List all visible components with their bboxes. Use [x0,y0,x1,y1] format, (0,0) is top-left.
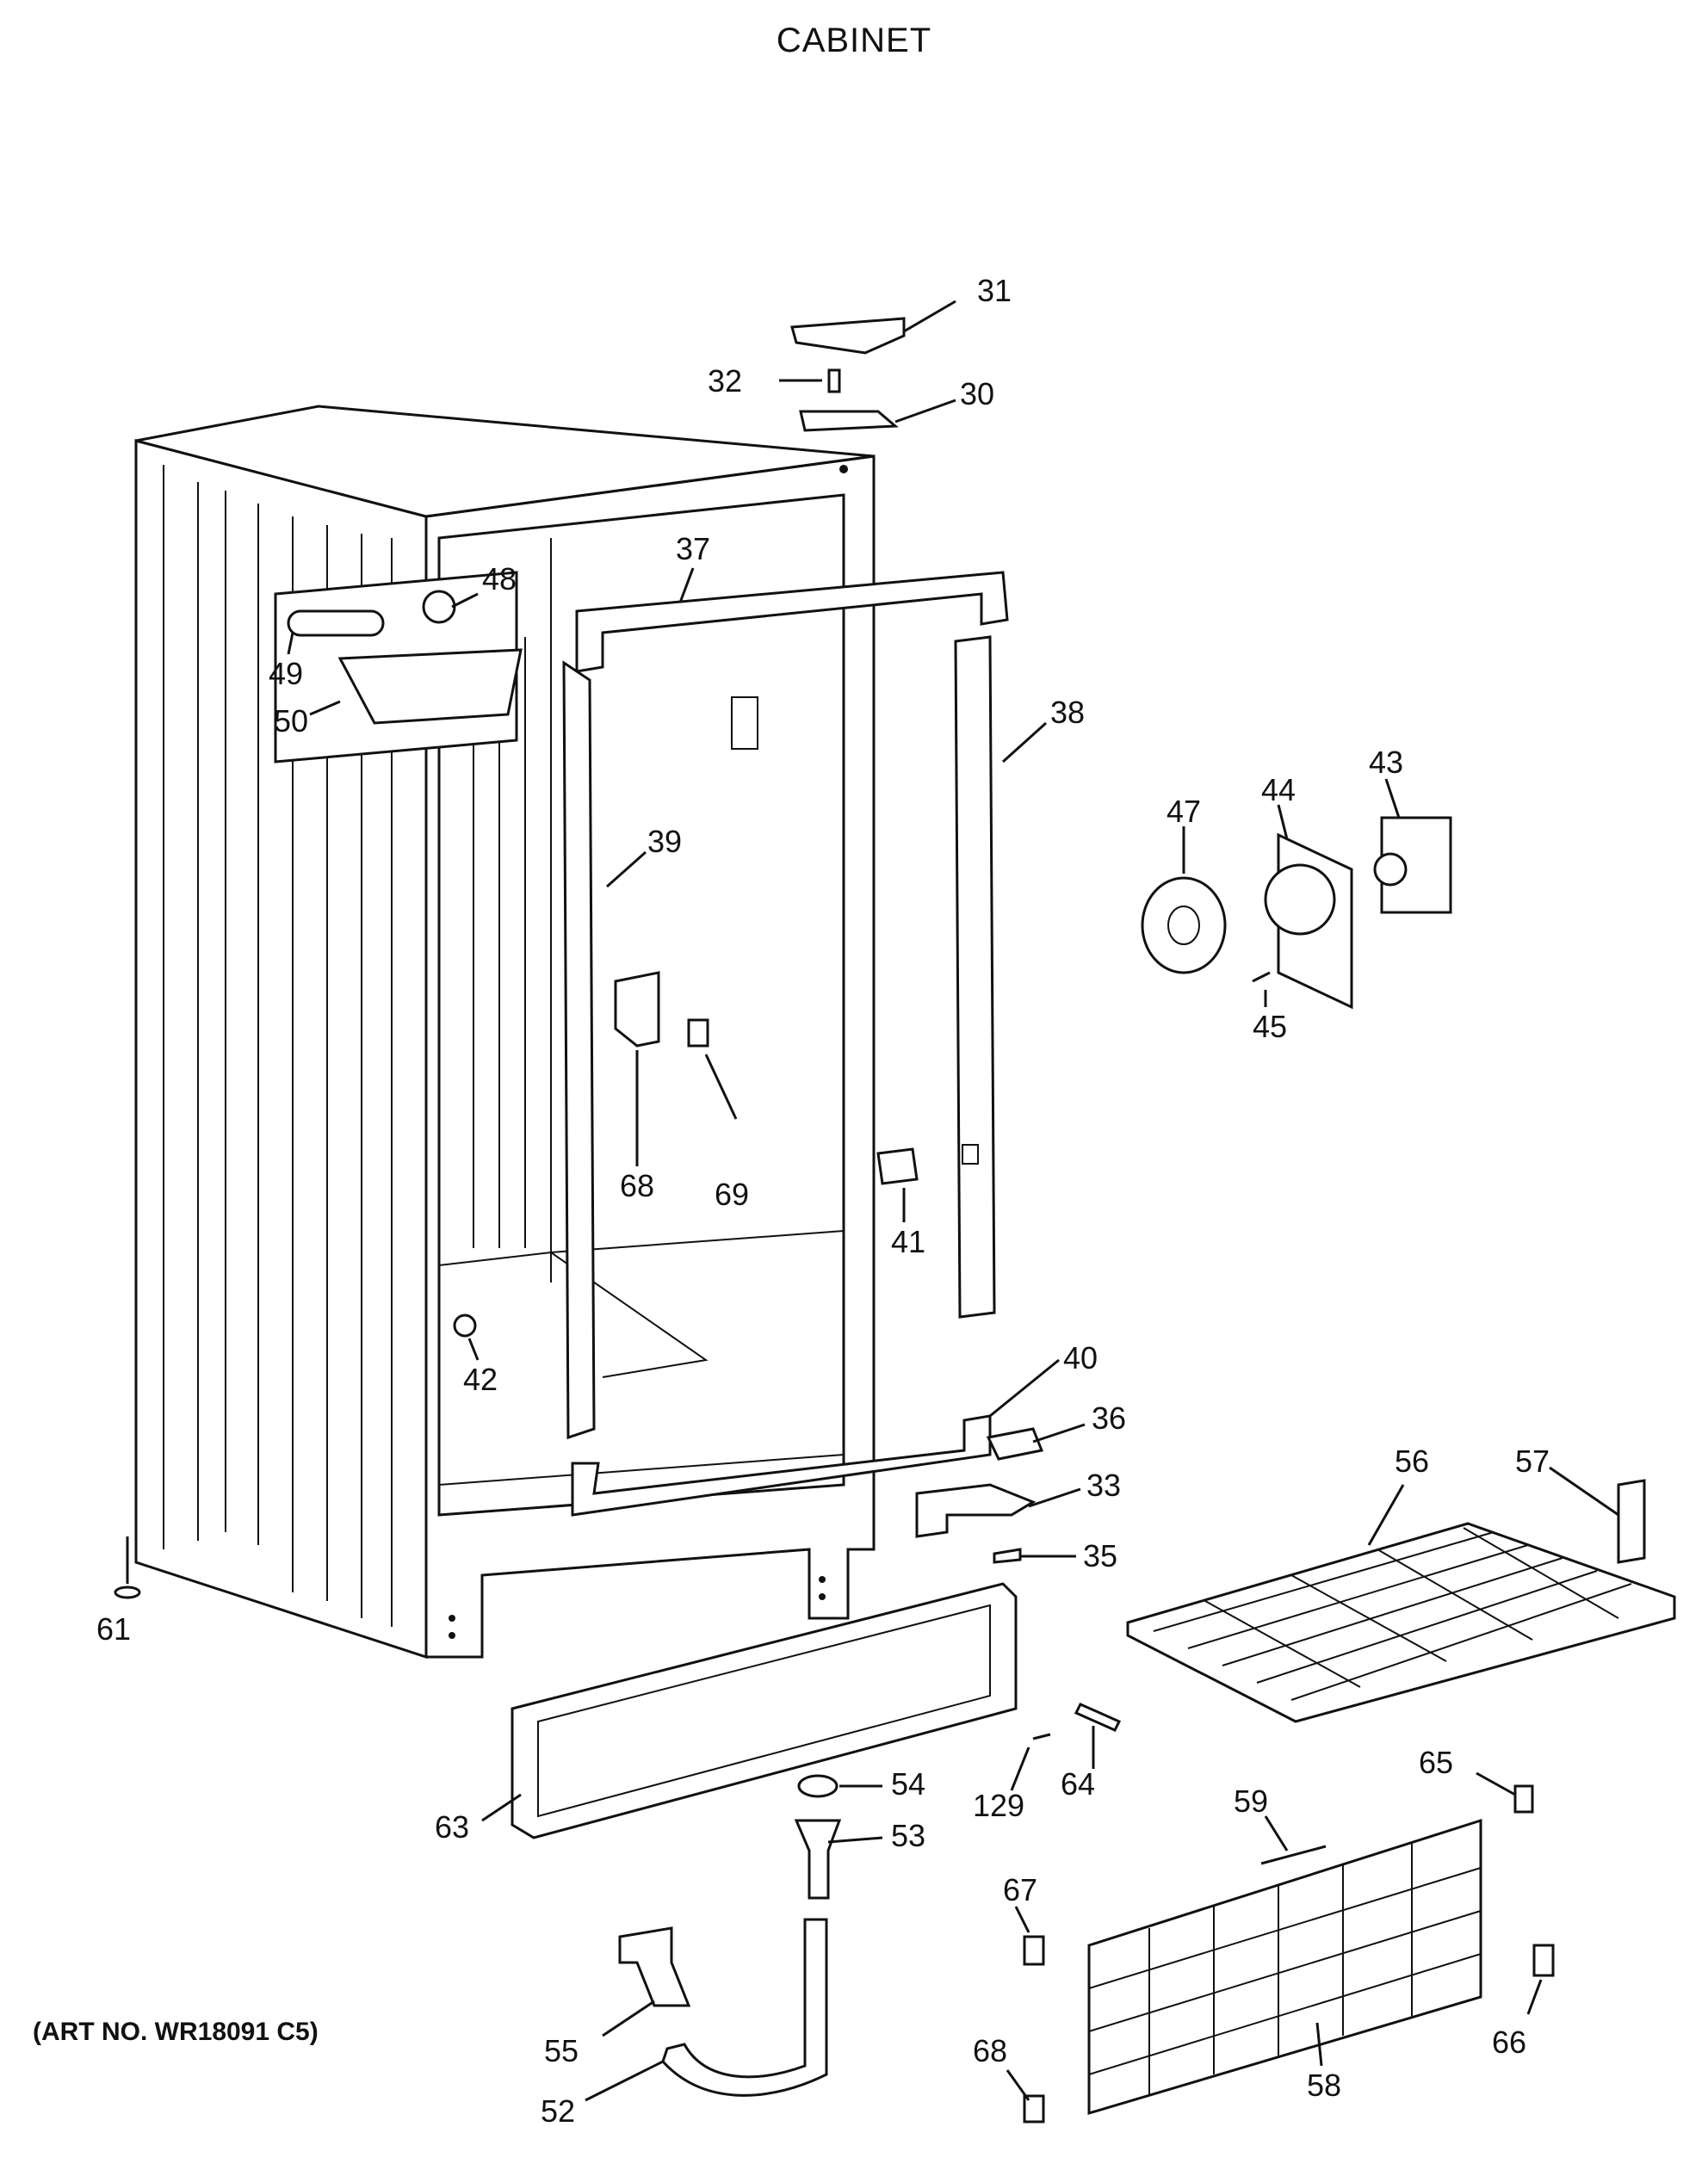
callout-41: 41 [891,1224,925,1259]
part-63 [511,1582,1018,1839]
part-37 [575,571,1009,673]
part-45 [1252,971,1271,983]
callout-54: 54 [891,1766,925,1802]
part-66 [1532,1944,1555,1977]
callout-68-upper: 68 [620,1168,654,1203]
part-39 [562,660,596,1440]
callout-57: 57 [1515,1443,1550,1479]
part-129 [1032,1733,1051,1740]
part-67 [1023,1935,1045,1966]
callout-66: 66 [1492,2025,1526,2060]
callout-44: 44 [1261,772,1296,807]
part-68b [1023,2094,1045,2123]
part-55 [618,1926,691,2007]
part-31 [790,317,906,355]
part-41 [876,1147,919,1185]
callout-39: 39 [647,824,682,859]
part-50 [337,648,523,725]
part-69 [687,1018,709,1048]
callout-48: 48 [482,561,517,597]
callout-33: 33 [1086,1468,1121,1503]
leveling-foot [114,1536,141,1599]
part-52 [661,1918,828,2097]
part-42 [453,1314,477,1338]
callout-58: 58 [1307,2068,1341,2103]
part-68a [614,971,660,1048]
callout-43: 43 [1369,745,1403,780]
part-35 [993,1548,1022,1564]
callout-69: 69 [715,1177,749,1212]
part-65 [1513,1784,1534,1814]
part-47 [1141,876,1227,974]
callout-45: 45 [1253,1009,1287,1044]
part-30 [799,410,899,432]
callout-67: 67 [1003,1872,1037,1907]
callout-36: 36 [1092,1400,1126,1436]
gasket-frames [562,571,1009,1517]
part-64 [1074,1703,1122,1732]
part-33 [915,1483,1037,1538]
part-36 [986,1427,1044,1461]
part-53 [794,1819,842,1900]
callout-59: 59 [1234,1783,1268,1819]
callout-64: 64 [1061,1766,1095,1802]
leader-lines [287,300,1619,2102]
part-49 [287,609,385,637]
callout-55: 55 [544,2033,579,2068]
callout-38: 38 [1050,695,1085,730]
art-number: (ART NO. WR18091 C5) [33,2018,319,2046]
callout-47: 47 [1167,794,1201,829]
callout-65: 65 [1419,1745,1453,1780]
callout-68-lower: 68 [973,2033,1007,2068]
part-56 [1126,1522,1676,1723]
callout-37: 37 [676,531,710,566]
part-58 [1087,1818,1482,2116]
kick-plate [511,1582,1018,1839]
bottom-hinge [915,1427,1044,1564]
top-hinge [790,317,906,432]
diagram-title: CABINET [777,22,931,59]
callout-56: 56 [1395,1443,1429,1479]
small-inner-parts [453,971,919,1338]
callout-31: 31 [977,273,1012,308]
callout-labels: 31 32 30 37 48 49 50 38 39 47 44 43 45 6… [96,273,1550,2129]
callout-63: 63 [435,1809,469,1845]
part-57 [1617,1479,1646,1564]
callout-129: 129 [973,1788,1024,1823]
part-59 [1260,1845,1327,1865]
callout-53: 53 [891,1818,925,1853]
wire-basket [1023,1784,1555,2123]
callout-30: 30 [960,376,994,411]
callout-50: 50 [274,703,308,739]
part-38 [954,635,996,1319]
part-40 [571,1414,992,1517]
callout-52: 52 [541,2093,575,2129]
callout-61: 61 [96,1611,131,1647]
callout-40: 40 [1063,1340,1098,1375]
drain-assembly [618,1774,842,2097]
callout-49: 49 [269,656,303,691]
part-32 [827,368,841,393]
wire-shelf [1126,1479,1676,1723]
callout-42: 42 [463,1362,498,1397]
callout-32: 32 [708,363,742,399]
callout-35: 35 [1083,1538,1117,1573]
accessory-panel [274,571,523,763]
control-assembly [1141,816,1452,1010]
part-54 [797,1774,839,1798]
part-48 [422,590,456,624]
screws [1032,1703,1122,1740]
